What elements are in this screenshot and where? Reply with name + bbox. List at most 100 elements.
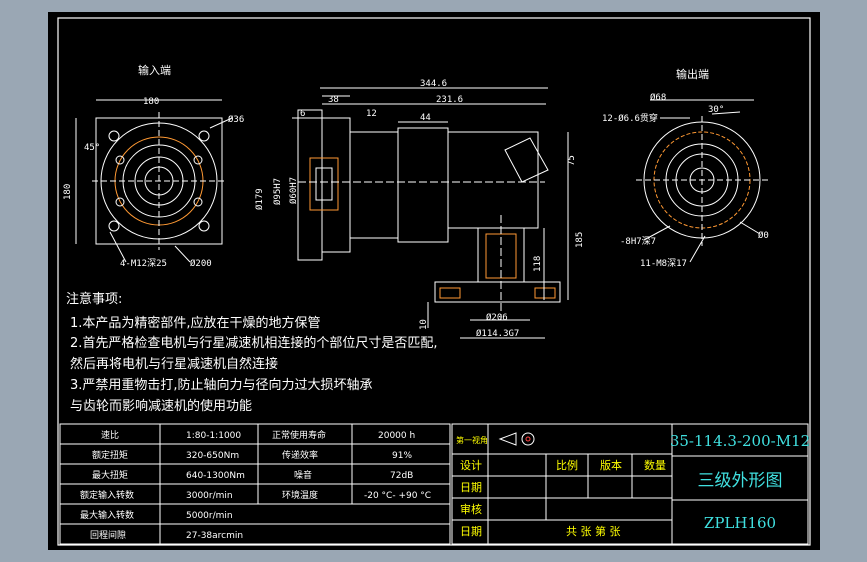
dim-pin-label: -8H7深7 [620, 236, 656, 247]
output-end-view: 输出端 Ø68 12-Ø6.6贯穿 30° -8H7深7 Ø0 11-M8深17 [602, 67, 769, 269]
projection-center-icon [525, 436, 531, 442]
notes-line-4: 3.严禁用重物击打,防止轴向力与径向力过大损坏轴承 [70, 377, 373, 393]
spec-key: 环境温度 [282, 489, 318, 501]
spec-key: 正常使用寿命 [272, 429, 326, 441]
leader-dia36 [209, 117, 233, 129]
dim-75-label: 75 [567, 155, 577, 166]
dim-12-label: 12 [366, 109, 377, 119]
side-section-view: 344.6 38 12 231.6 6 44 Ø179 Ø95H7 Ø60H7 … [254, 79, 585, 339]
projection-label: 第一视角 [456, 435, 488, 445]
date-label-2: 日期 [460, 525, 482, 538]
dim-total-label: 344.6 [420, 79, 447, 89]
input-shaft-section [315, 167, 333, 201]
dim-thread-label: 11-M8深17 [640, 258, 687, 269]
spec-table: 速比 1:80-1:1000 正常使用寿命 20000 h 额定扭矩 320-6… [59, 423, 451, 545]
spec-value: 27-38arcmin [186, 531, 243, 541]
dim-dia200-label: Ø200 [190, 258, 212, 269]
review-label: 审核 [460, 502, 482, 516]
dim-dia68-label: Ø68 [650, 92, 666, 103]
output-flange [434, 281, 561, 303]
leader-angle [711, 111, 741, 115]
dim-angle-label: 45° [84, 143, 100, 153]
angle-cap [504, 137, 549, 183]
dim-dia206-label: Ø206 [486, 312, 508, 323]
spec-value: 72dB [390, 471, 413, 481]
input-small-hole [193, 197, 203, 207]
dim-angle-r-label: 30° [708, 105, 724, 115]
input-end-view: 输入端 180 180 45° Ø36 4-M12深25 Ø200 [63, 63, 244, 269]
version-label: 版本 [600, 458, 622, 472]
notes-line-2: 2.首先严格检查电机与行星减速机相连接的个部位尺寸是否匹配, [70, 335, 438, 351]
dim-dia179-label: Ø179 [254, 188, 265, 210]
spec-value: 3000r/min [186, 491, 233, 501]
spec-key: 传递效率 [282, 449, 318, 461]
spec-key: 回程间隙 [90, 529, 126, 541]
leader-dia200 [174, 245, 191, 263]
notes-line-3: 然后再将电机与行星减速机自然连接 [70, 356, 278, 372]
dim-118-label: 118 [533, 256, 543, 272]
sheets-label: 共 张 第 张 [566, 524, 621, 538]
model-number: 35-114.3-200-M12 [670, 432, 810, 450]
dim-bolt-label: 4-M12深25 [120, 258, 167, 269]
input-small-hole [115, 197, 125, 207]
dim-185-label: 185 [575, 232, 585, 248]
leader-bolt [109, 231, 127, 263]
qty-label: 数量 [644, 459, 666, 472]
spec-key: 速比 [101, 429, 119, 441]
spec-value: 20000 h [378, 431, 415, 441]
notes-title: 注意事项: [66, 291, 122, 307]
notes-line-5: 与齿轮而影响减速机的使用功能 [70, 398, 252, 414]
dim-dia114-label: Ø114.3G7 [476, 328, 519, 339]
series-name: ZPLH160 [704, 514, 776, 532]
spec-key: 最大扭矩 [92, 469, 128, 481]
spec-key: 噪音 [294, 469, 312, 481]
projection-circle-icon [521, 432, 535, 446]
output-view-title: 输出端 [676, 67, 709, 81]
input-small-hole [115, 155, 125, 165]
dim-dia95-label: Ø95H7 [272, 178, 283, 205]
drawing-border [57, 17, 811, 546]
leader-dia-inner [739, 221, 761, 235]
title-block-frame [451, 423, 809, 545]
input-bolt-hole [108, 130, 120, 142]
dim-dia36-label: Ø36 [228, 114, 244, 125]
dim-holes-label: 12-Ø6.6贯穿 [602, 112, 658, 124]
flange-hatch-right [534, 287, 556, 299]
drawing-name: 三级外形图 [698, 471, 783, 491]
scale-label: 比例 [556, 458, 578, 472]
input-bolt-hole [108, 220, 120, 232]
dim-44-label: 44 [420, 113, 431, 123]
spec-value: -20 °C- +90 °C [364, 491, 431, 501]
notes-line-1: 1.本产品为精密部件,应放在干燥的地方保管 [70, 315, 321, 331]
leader-thread [689, 235, 706, 263]
dim-dia-inner-label: Ø0 [758, 230, 769, 241]
date-label-1: 日期 [460, 481, 482, 494]
spec-key: 额定扭矩 [92, 449, 128, 461]
title-block: 第一视角 设计 日期 审核 日期 比例 版本 数量 共 张 第 张 35-114… [451, 423, 810, 545]
dim-dia60-label: Ø60H7 [288, 177, 299, 204]
projection-cone-icon [498, 432, 517, 446]
input-bolt-hole [198, 130, 210, 142]
leader-pin [643, 225, 671, 241]
input-view-title: 输入端 [138, 63, 171, 77]
dim-231-label: 231.6 [436, 95, 463, 105]
spec-value: 320-650Nm [186, 451, 239, 461]
notes-block: 注意事项: 1.本产品为精密部件,应放在干燥的地方保管 2.首先严格检查电机与行… [66, 291, 438, 414]
spec-key: 最大输入转数 [80, 509, 134, 521]
dim-height-label: 180 [63, 184, 73, 200]
input-small-hole [193, 155, 203, 165]
drawing-sheet [48, 12, 820, 550]
flange-hatch-left [439, 287, 461, 299]
dim-width-label: 180 [143, 97, 159, 107]
dim-6-label: 6 [300, 109, 305, 119]
input-bore-section [309, 157, 339, 211]
dim-38-label: 38 [328, 95, 339, 105]
design-label: 设计 [460, 459, 482, 472]
spec-value: 640-1300Nm [186, 471, 245, 481]
spec-value: 5000r/min [186, 511, 233, 521]
spec-value: 91% [392, 451, 412, 461]
spec-key: 额定输入转数 [80, 489, 134, 501]
input-bolt-hole [198, 220, 210, 232]
dim-10-label: 10 [419, 319, 429, 330]
